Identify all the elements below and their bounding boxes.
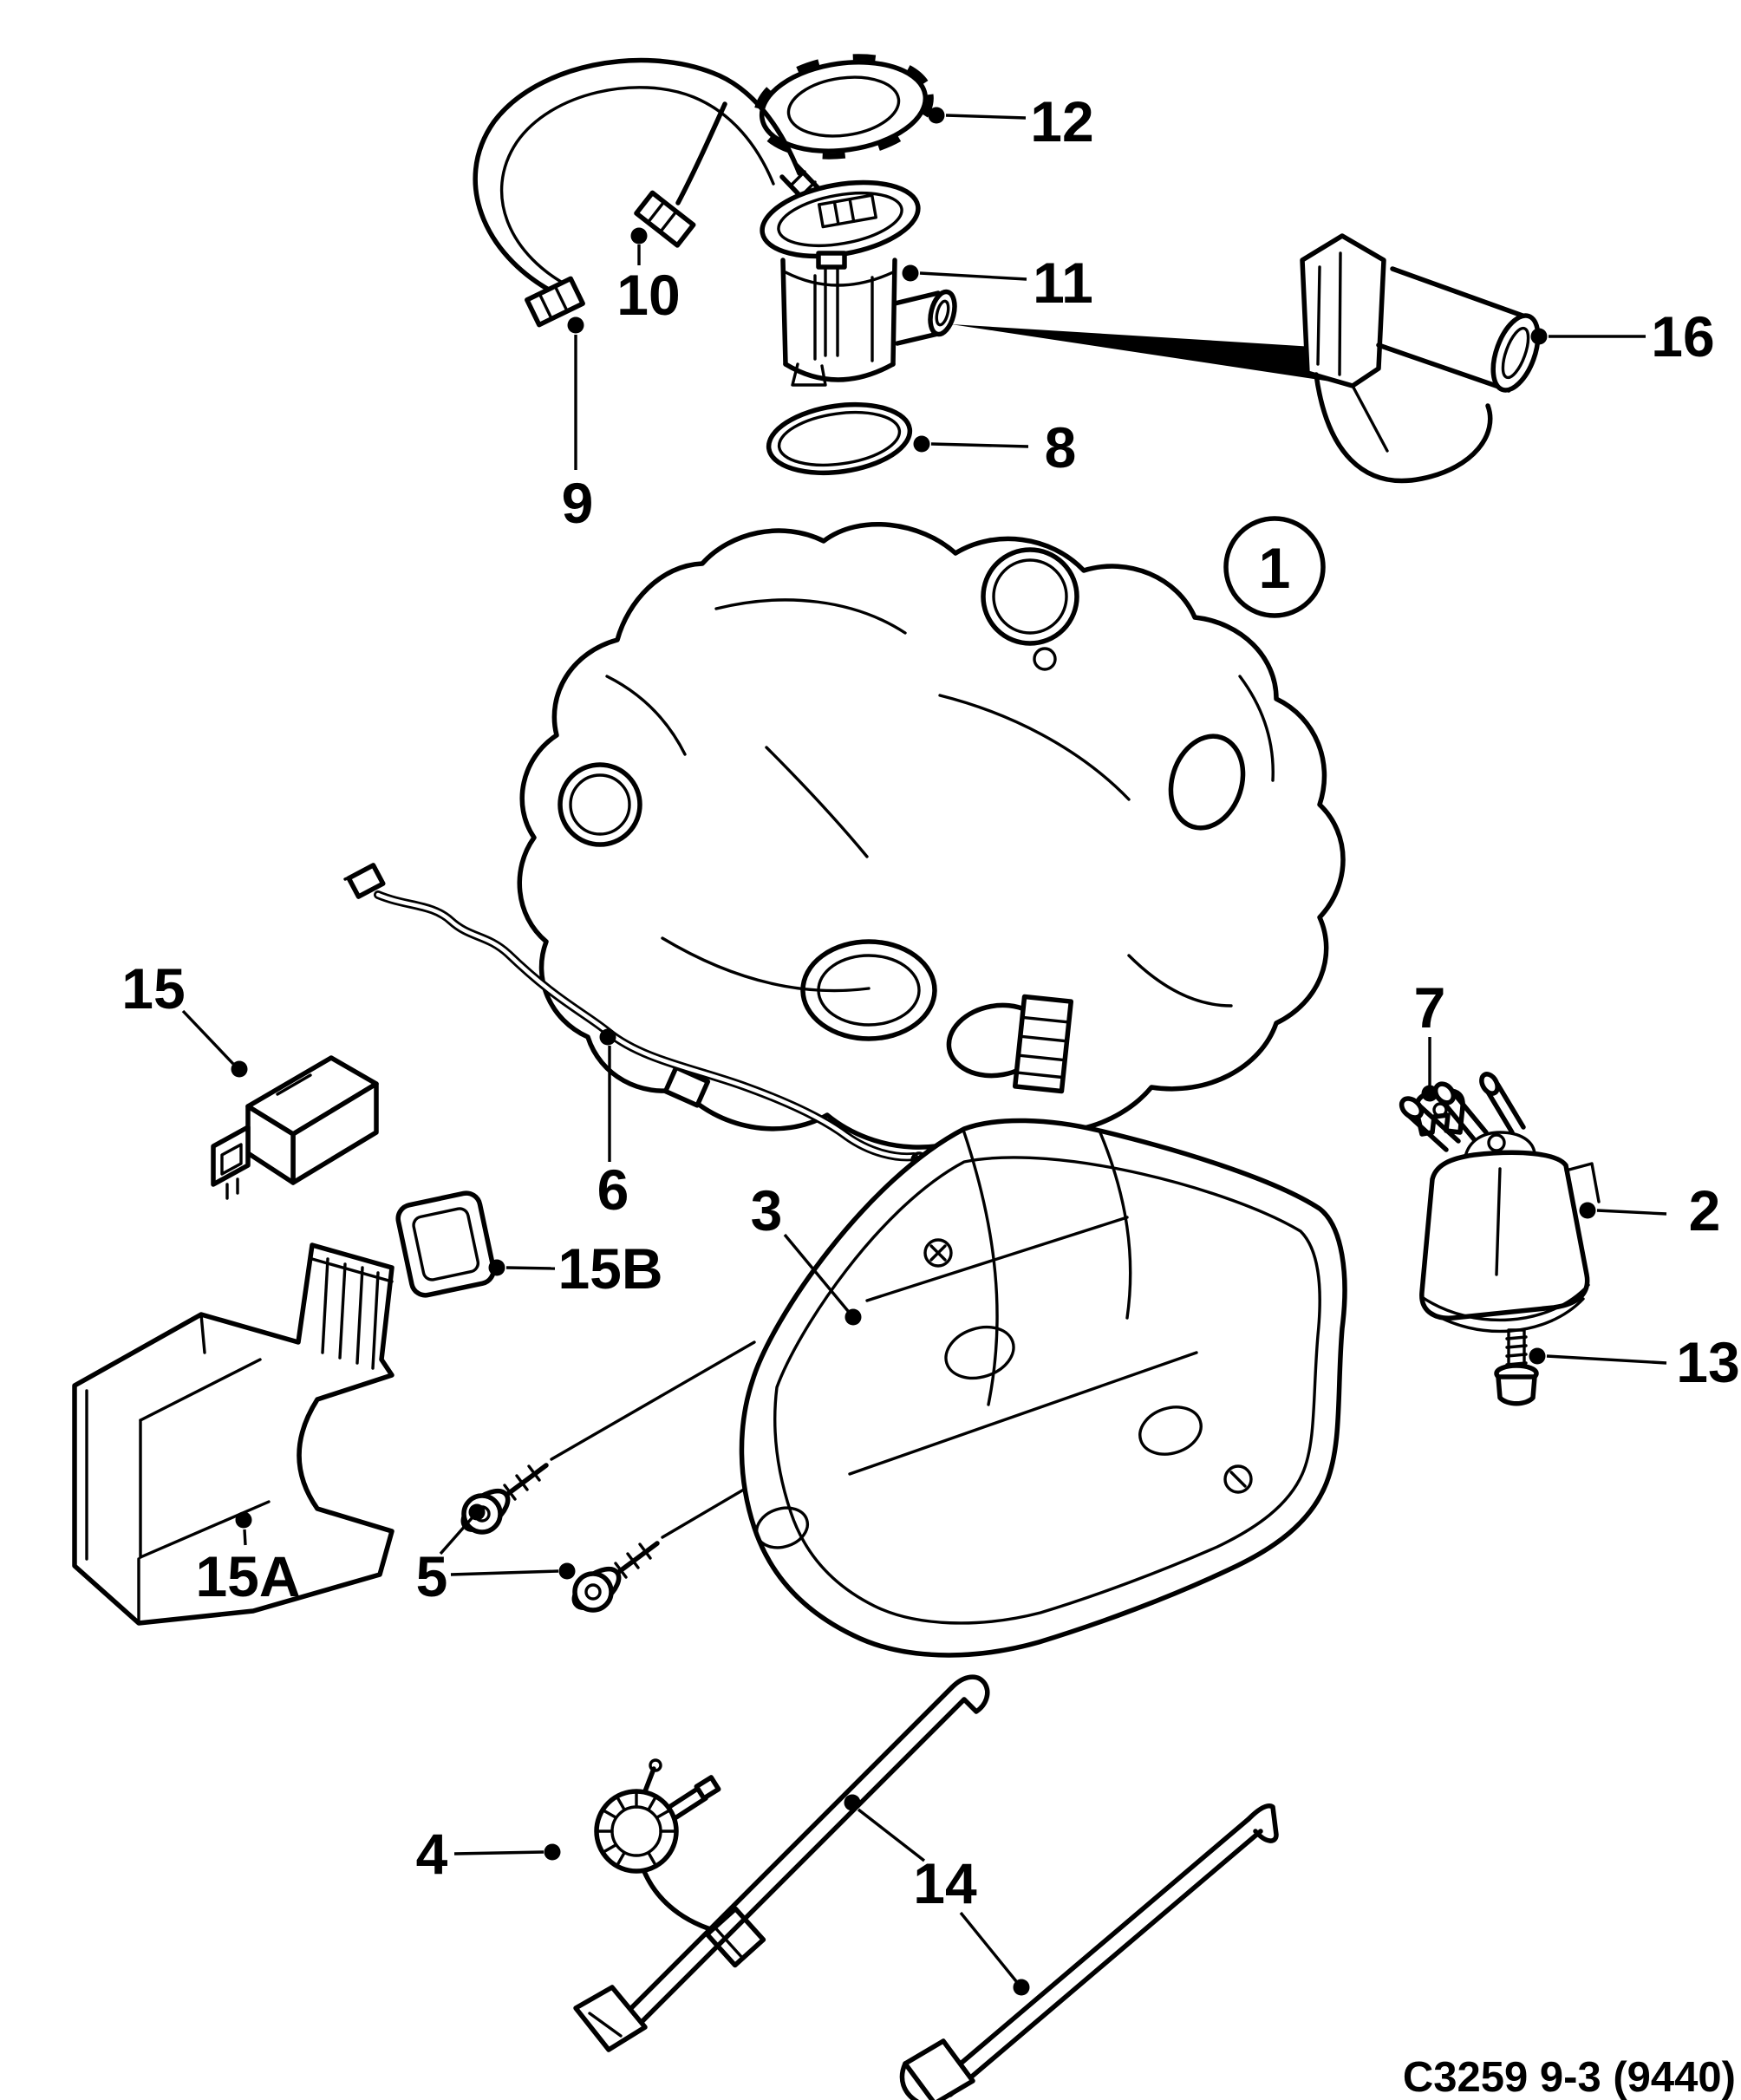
label-4: 4 [416, 1822, 448, 1886]
fuel-pump-module [760, 179, 957, 387]
label-6: 6 [597, 1158, 629, 1222]
filler-rib [1012, 994, 1074, 1094]
shield-screw-boss [923, 1238, 1253, 1494]
figure-caption: C3259 9-3 (9440) [1403, 2054, 1736, 2100]
evap-canister [1399, 1072, 1601, 1334]
label-7: 7 [1414, 975, 1446, 1040]
wiring-harness [473, 57, 835, 328]
fuel-level-sender [1300, 233, 1541, 484]
label-8: 8 [1045, 415, 1077, 479]
callout-1: 1 [1223, 516, 1326, 618]
sender-float-can [1376, 266, 1541, 393]
label-5: 5 [416, 1544, 448, 1608]
screw-5b [571, 1541, 660, 1613]
screw-5a [460, 1463, 549, 1535]
label-10: 10 [616, 263, 680, 327]
harness-connector-9 [525, 276, 585, 328]
vent-valve [594, 1758, 766, 1968]
heat-shield [550, 1118, 1347, 1658]
label-11: 11 [1033, 251, 1093, 315]
label-1: 1 [1259, 536, 1291, 600]
valve-ribs [597, 1791, 676, 1867]
label-15A: 15A [195, 1544, 300, 1608]
tank-strap-rear [899, 1803, 1279, 2100]
canister-pipes [1399, 1072, 1526, 1152]
control-module [211, 1055, 379, 1200]
label-15B: 15B [558, 1236, 662, 1301]
assembly-arrow [951, 324, 1342, 383]
label-3: 3 [751, 1178, 783, 1242]
label-16: 16 [1651, 304, 1714, 368]
label-12: 12 [1030, 89, 1093, 153]
pump-outlet [892, 289, 957, 346]
harness-connector-10 [634, 190, 696, 248]
module-bracket [72, 1242, 394, 1626]
label-15: 15 [121, 956, 185, 1021]
pump-pushrod [816, 251, 847, 357]
locking-ring [753, 54, 934, 160]
label-14: 14 [913, 1851, 977, 1915]
leader-lines [181, 107, 1667, 1996]
callout-labels: 1 12 10 11 16 9 8 15 7 6 3 15B 2 13 15A … [121, 89, 1739, 1915]
label-2: 2 [1689, 1178, 1721, 1242]
fuel-tank [517, 521, 1346, 1150]
tank-strap-front [573, 1674, 990, 2052]
label-13: 13 [1676, 1330, 1739, 1394]
module-seal-frame [395, 1190, 496, 1298]
seal-ring [766, 401, 913, 476]
canister-screw [1494, 1328, 1539, 1406]
label-9: 9 [562, 471, 594, 535]
